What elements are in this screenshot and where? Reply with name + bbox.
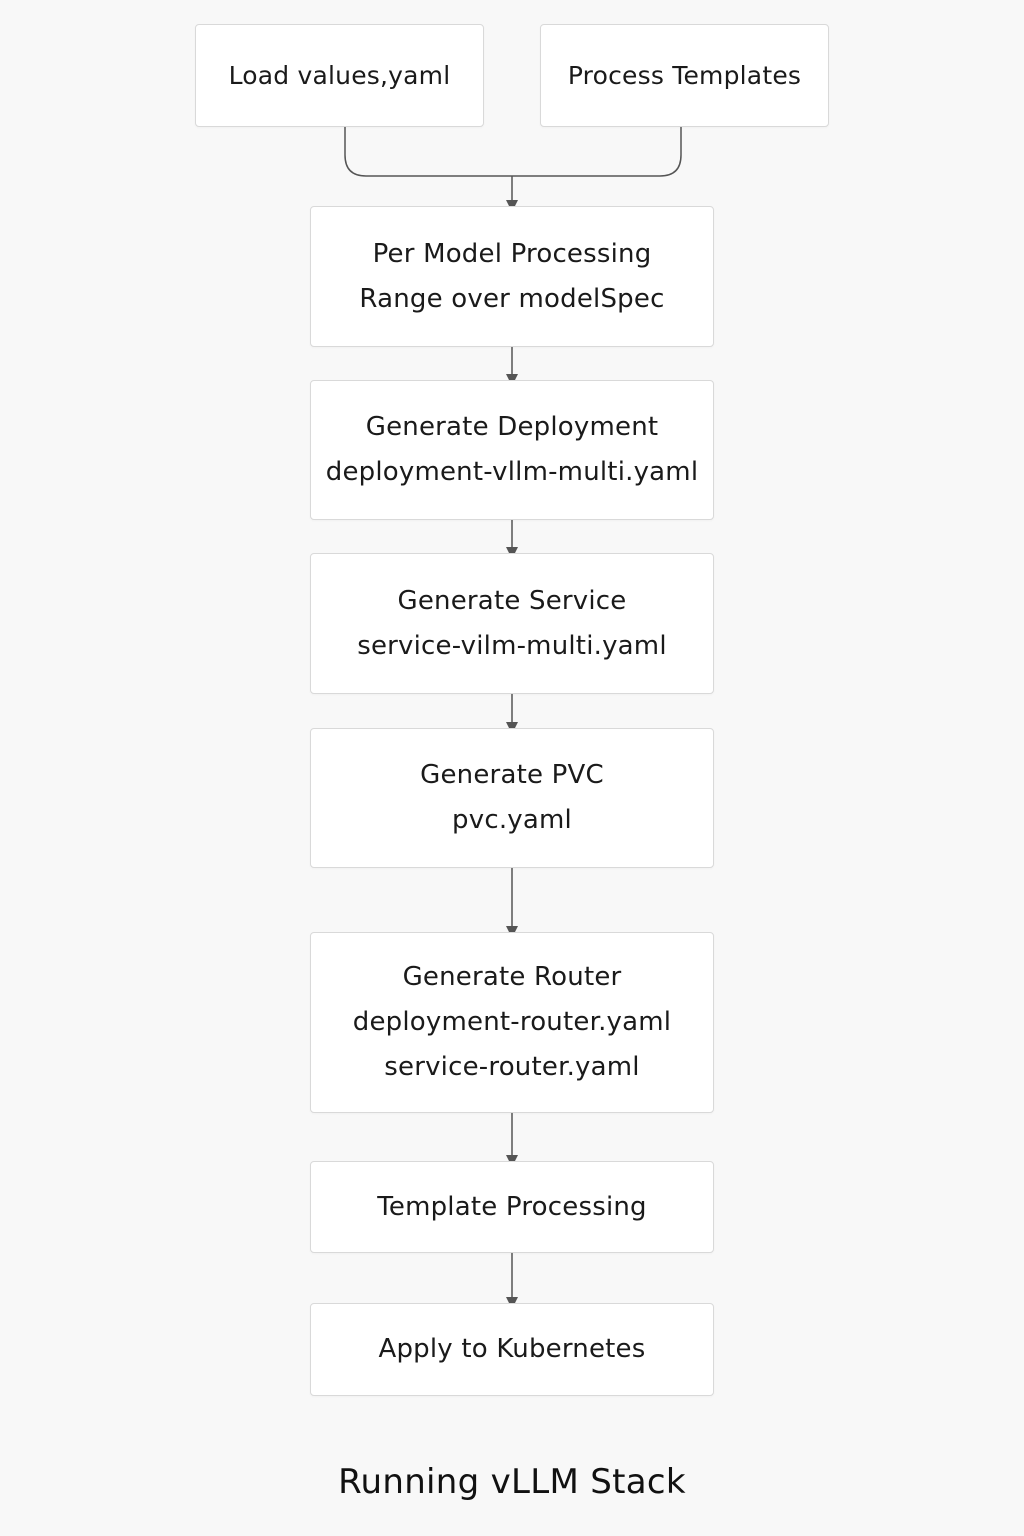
node-filename: deployment-vllm-multi.yaml	[325, 457, 699, 487]
generate-pvc-node: Generate PVC pvc.yaml	[310, 728, 714, 868]
generate-router-node: Generate Router deployment-router.yaml s…	[310, 932, 714, 1113]
node-filename: service-vilm-multi.yaml	[357, 630, 667, 661]
process-templates-node: Process Templates	[540, 24, 829, 127]
diagram-title: Running vLLM Stack	[338, 1462, 686, 1502]
node-title: Generate Router	[402, 962, 622, 992]
node-filename: deployment-router.yaml	[352, 1007, 672, 1037]
node-label: Process Templates	[567, 61, 802, 90]
node-title: Generate Deployment	[365, 412, 659, 442]
node-title: Generate Service	[397, 585, 627, 616]
node-filename: pvc.yaml	[452, 805, 572, 835]
template-processing-node: Template Processing	[310, 1161, 714, 1253]
per-model-processing-node: Per Model Processing Range over modelSpe…	[310, 206, 714, 347]
apply-to-kubernetes-node: Apply to Kubernetes	[310, 1303, 714, 1396]
load-values-node: Load values,yaml	[195, 24, 484, 127]
node-title: Template Processing	[377, 1191, 647, 1222]
node-title: Generate PVC	[420, 760, 604, 790]
node-label: Load values,yaml	[228, 61, 451, 90]
generate-service-node: Generate Service service-vilm-multi.yaml	[310, 553, 714, 694]
node-filename: service-router.yaml	[384, 1052, 640, 1082]
merge-connector	[344, 127, 682, 177]
node-title: Apply to Kubernetes	[378, 1334, 646, 1364]
generate-deployment-node: Generate Deployment deployment-vllm-mult…	[310, 380, 714, 520]
node-title: Per Model Processing	[372, 238, 652, 269]
node-subtitle: Range over modelSpec	[359, 283, 665, 314]
